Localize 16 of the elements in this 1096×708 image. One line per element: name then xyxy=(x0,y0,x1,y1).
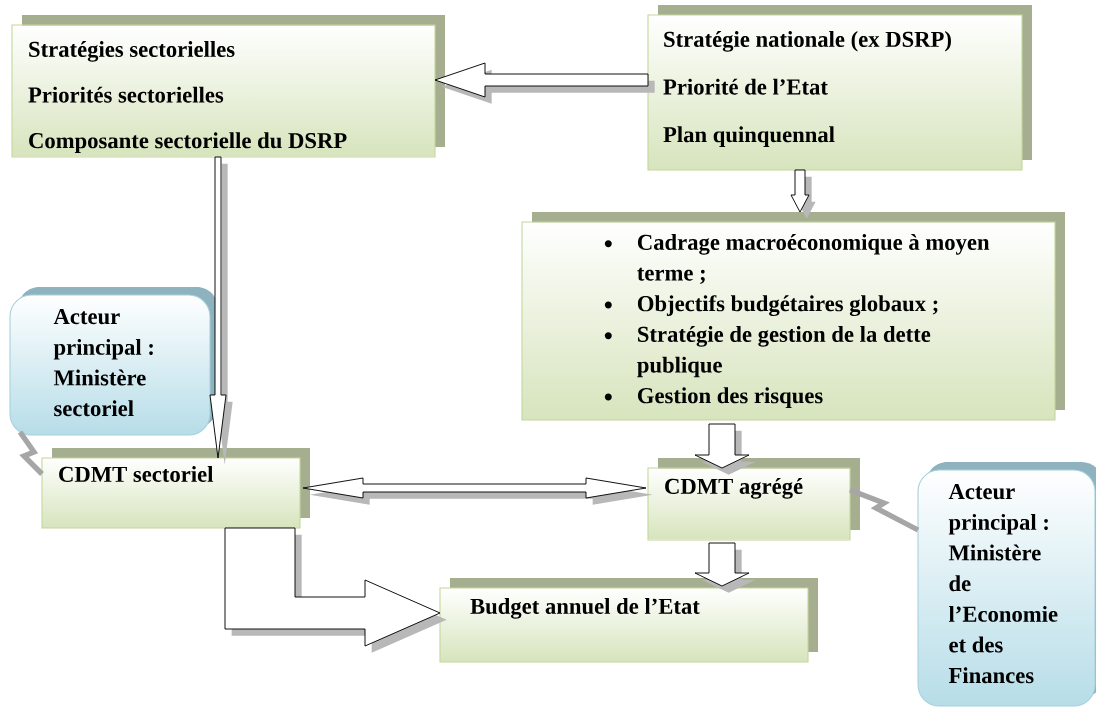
block-arrow xyxy=(790,169,816,219)
block-arrow xyxy=(694,542,756,593)
block-arrow xyxy=(694,423,756,475)
process-box: CDMT agrégé xyxy=(647,458,860,541)
actor-box: Acteur principal : Ministère de l’Economie et des Finances xyxy=(917,462,1096,707)
block-arrow xyxy=(302,477,653,505)
block-arrow xyxy=(434,62,655,104)
process-box: Cadrage macroéconomique à moyen terme ; Objectifs budgétaires globaux ; Stratégie de gestion de la dette publique Gestion des risques xyxy=(521,212,1065,421)
block-arrow xyxy=(209,156,233,465)
process-box: Budget annuel de l’Etat xyxy=(439,578,818,663)
process-box: CDMT sectoriel xyxy=(41,448,310,529)
process-box: Stratégie nationale (ex DSRP) Priorité de l’Etat Plan quinquennal xyxy=(647,5,1032,171)
lightning-connector xyxy=(17,430,44,476)
actor-box: Acteur principal : Ministère sectoriel xyxy=(9,287,218,436)
process-box: Stratégies sectorielles Priorités sectorielles Composante sectorielle du DSRP xyxy=(11,15,445,158)
block-arrow xyxy=(224,527,447,653)
